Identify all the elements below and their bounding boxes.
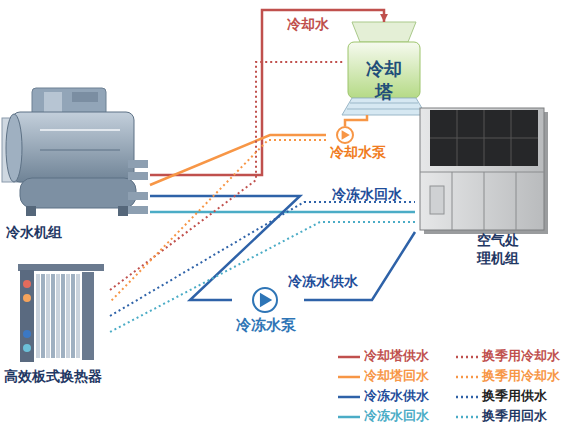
node-label: 空气处理机组: [477, 232, 527, 267]
legend-swatch: [456, 396, 478, 399]
heat-exchanger-node: 高效板式换热器: [0, 262, 110, 387]
legend-label: 换季用回水: [482, 408, 547, 424]
legend-swatch: [338, 396, 360, 399]
pipe-connector: [110, 222, 415, 332]
legend-label: 冷却塔供水: [364, 348, 429, 364]
node-label: 冷却水泵: [330, 144, 386, 162]
legend-label: 冷冻水供水: [364, 388, 429, 404]
air-handler-node: 空气处理机组: [415, 100, 550, 275]
legend-swatch: [456, 356, 478, 359]
legend-swatch: [456, 416, 478, 419]
node-label: 冷却塔: [364, 58, 404, 103]
legend-label: 换季用供水: [482, 388, 547, 404]
legend-swatch: [338, 356, 360, 359]
air-handler-illustration: [420, 108, 548, 234]
chiller-illustration: [2, 88, 148, 216]
chiller-node: 冷水机组: [0, 85, 150, 245]
pipe-label: 冷冻水回水: [332, 186, 402, 204]
cooling-tower-illustration: [342, 22, 426, 115]
pipe-label: 冷却水: [287, 16, 329, 34]
node-label: 冷水机组: [6, 224, 62, 242]
legend-swatch: [338, 416, 360, 419]
pipe-label: 冷冻水供水: [288, 273, 358, 291]
arrow-head: [380, 14, 388, 22]
pipe-connector: [150, 135, 326, 185]
legend-label: 冷冻水回水: [364, 408, 429, 424]
pipe-connector: [150, 196, 300, 300]
node-label: 冷冻水泵: [236, 316, 296, 335]
pipe-connector: [345, 115, 367, 126]
pipe-connector: [304, 232, 415, 300]
legend-label: 换季用冷却水: [482, 368, 560, 384]
cooling-tower: 冷却塔: [345, 22, 423, 115]
legend-label: 换季用冷却水: [482, 348, 560, 364]
node-label: 高效板式换热器: [4, 368, 102, 386]
pipe-connector: [110, 62, 345, 290]
heat-exchanger-illustration: [18, 264, 104, 362]
legend-label: 冷却塔回水: [364, 368, 429, 384]
pump-node: 冷却水泵: [326, 126, 398, 168]
pipe-connector: [110, 202, 415, 316]
legend-swatch: [456, 376, 478, 379]
pump-node: 冷冻水泵: [232, 286, 304, 338]
legend-swatch: [338, 376, 360, 379]
